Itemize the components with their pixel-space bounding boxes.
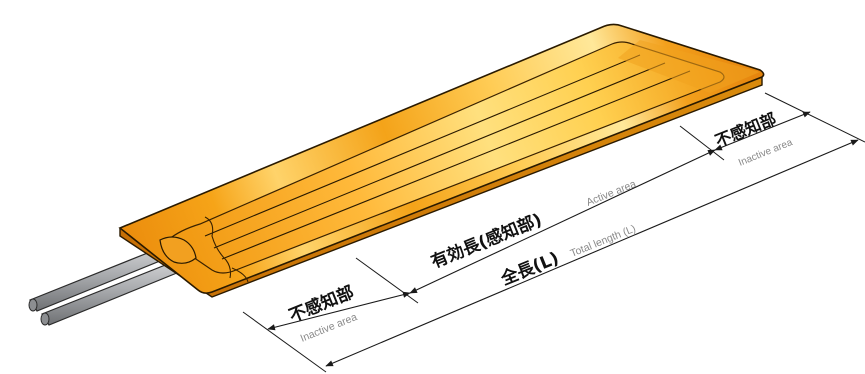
dimension-arrows [267, 111, 859, 367]
label-active-en: Active area [585, 178, 638, 209]
label-total-en: Total length (L) [569, 223, 638, 260]
lead-wire-end-lower [40, 312, 50, 326]
lead-wire-end-upper [28, 298, 38, 312]
lead-wires [28, 241, 195, 326]
dim-total [325, 139, 859, 367]
element-line-2 [213, 62, 666, 249]
left-fold-detail-2 [231, 267, 249, 283]
label-inactive-right: 不感知部 Inactive area [712, 109, 794, 169]
label-inactive-right-en: Inactive area [737, 137, 795, 169]
right-end-band [618, 40, 760, 93]
label-inactive-left: 不感知部 Inactive area [286, 282, 359, 345]
left-fold-detail [204, 216, 232, 279]
heater-raised-ridge [167, 41, 725, 274]
wire-entry-collar [159, 236, 197, 264]
label-total-jp: 全長(L) [497, 248, 562, 290]
label-inactive-right-jp: 不感知部 [712, 109, 778, 151]
